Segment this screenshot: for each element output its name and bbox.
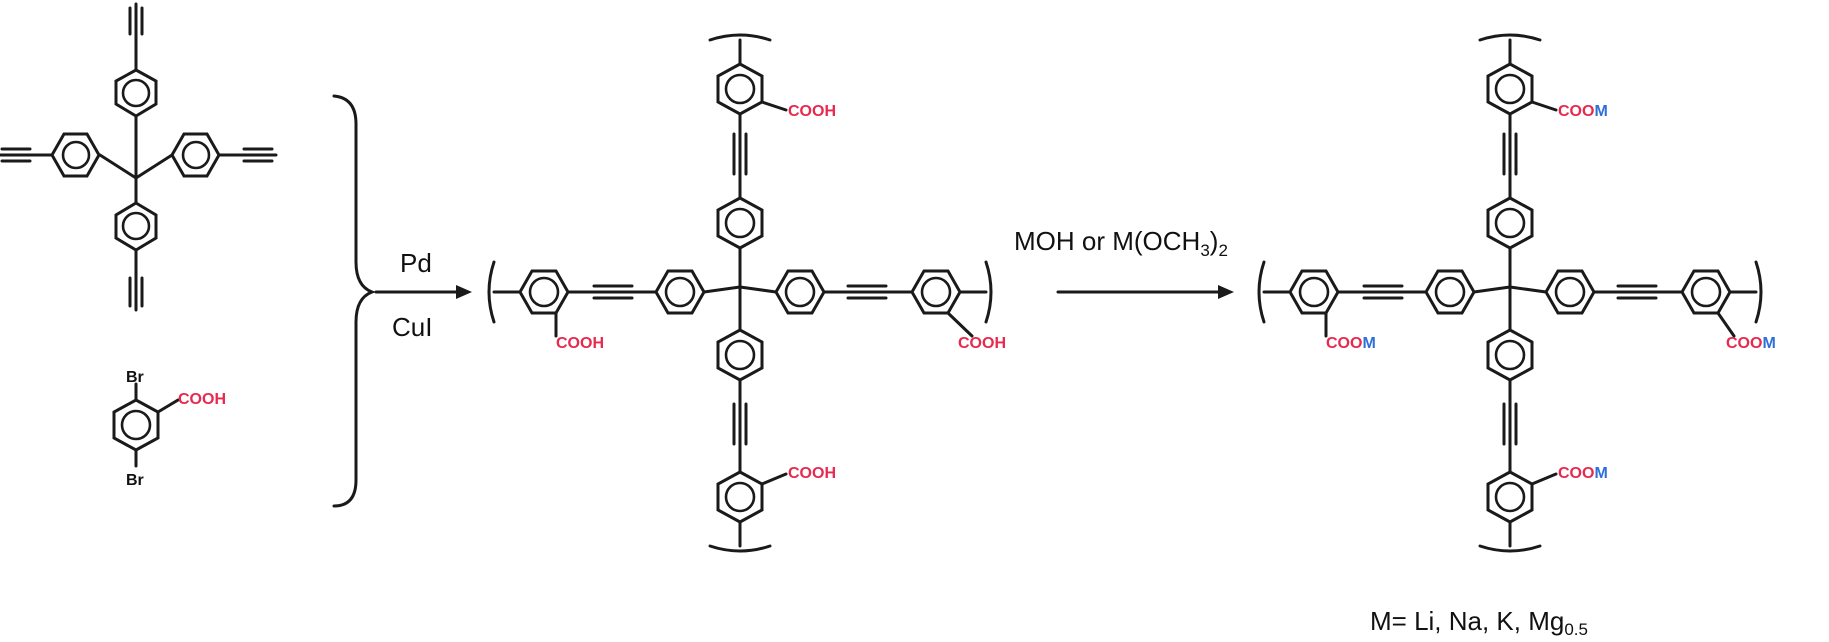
coom-label: COOM bbox=[1726, 335, 1776, 352]
cooh-label: COOH bbox=[556, 335, 604, 352]
bromine-label-bottom: Br bbox=[126, 472, 144, 489]
step2-arrow: MOH or M(OCH3)2 bbox=[1014, 226, 1234, 299]
catalyst-cui: CuI bbox=[392, 312, 432, 342]
cooh-label: COOH bbox=[178, 391, 226, 408]
cooh-label: COOH bbox=[958, 335, 1006, 352]
dibromobenzoic-acid-monomer: Br Br COOH bbox=[112, 369, 226, 489]
bromine-label-top: Br bbox=[126, 369, 144, 386]
ring-right bbox=[170, 132, 221, 178]
coom-label: COOM bbox=[1326, 335, 1376, 352]
ring-top bbox=[114, 68, 158, 118]
base-reagent: MOH or M(OCH3)2 bbox=[1014, 226, 1228, 260]
metal-definition: M= Li, Na, K, Mg0.5 bbox=[1370, 606, 1588, 639]
coom-label: COOM bbox=[1558, 103, 1608, 120]
coom-polymer: COOM COOM COOM bbox=[1257, 33, 1776, 553]
combine-brace bbox=[332, 94, 377, 508]
ring-bottom bbox=[114, 201, 158, 252]
coom-label: COOM bbox=[1558, 465, 1608, 482]
catalyst-pd: Pd bbox=[400, 248, 432, 278]
cooh-label: COOH bbox=[788, 103, 836, 120]
cooh-label: COOH bbox=[788, 465, 836, 482]
cooh-polymer: COOH COOH COOH bbox=[487, 33, 1006, 553]
tetraethynyl-monomer bbox=[0, 2, 278, 312]
step1-arrow: Pd CuI bbox=[374, 248, 472, 342]
ring-left bbox=[50, 132, 101, 178]
